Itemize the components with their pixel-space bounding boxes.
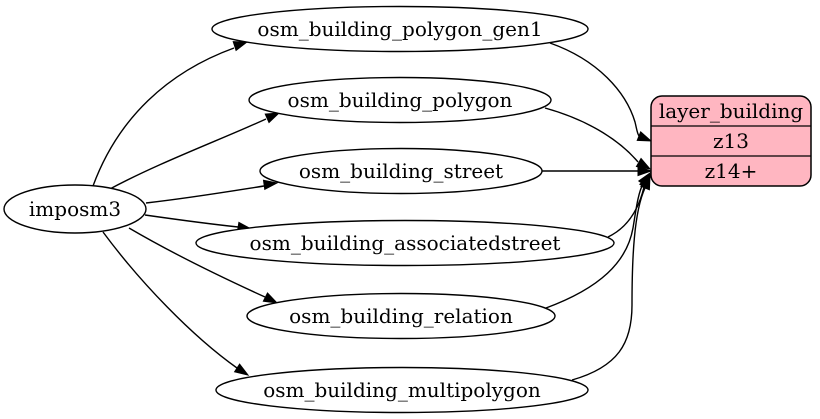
edge-line: [571, 187, 646, 381]
node-imposm3: imposm3: [3, 184, 147, 234]
layer-building-box: [650, 95, 812, 187]
arrowhead: [640, 174, 651, 191]
node-osm-building-associatedstreet: osm_building_associatedstreet: [195, 219, 615, 267]
relation-ellipse: [246, 292, 556, 340]
street-ellipse: [259, 147, 543, 195]
relation-label: osm_building_relation: [289, 304, 513, 328]
edge-line: [92, 47, 235, 187]
edge-line: [107, 118, 267, 191]
edge-polygon-gen1-to-z13: [549, 42, 653, 142]
multipolygon-label: osm_building_multipolygon: [263, 378, 541, 402]
multipolygon-ellipse: [215, 366, 589, 414]
polygon-label: osm_building_polygon: [288, 88, 513, 112]
imposm3-ellipse: [3, 184, 147, 234]
edge-line: [145, 185, 265, 204]
node-layer-building: layer_building z13 z14+: [650, 95, 812, 187]
edge-multipolygon-to-z14plus: [571, 174, 651, 381]
polygon-gen1-ellipse: [211, 5, 589, 53]
arrowhead: [262, 292, 279, 304]
associatedstreet-ellipse: [195, 219, 615, 267]
edge-imposm3-to-street: [145, 179, 279, 204]
node-osm-building-polygon: osm_building_polygon: [248, 76, 552, 124]
arrowhead: [636, 131, 653, 142]
polygon-ellipse: [248, 76, 552, 124]
edge-street-to-z14plus: [541, 165, 653, 177]
arrowhead: [637, 165, 653, 177]
edge-line: [544, 107, 639, 163]
arrowhead: [233, 363, 250, 376]
polygon-gen1-label: osm_building_polygon_gen1: [257, 17, 542, 41]
layer-building-row-z14plus: z14+: [705, 159, 758, 183]
node-osm-building-polygon-gen1: osm_building_polygon_gen1: [211, 5, 589, 53]
node-osm-building-multipolygon: osm_building_multipolygon: [215, 366, 589, 414]
edge-imposm3-to-polygon: [107, 112, 281, 191]
edge-line: [144, 214, 239, 228]
street-label: osm_building_street: [299, 159, 503, 183]
edge-polygon-to-z14plus: [544, 107, 652, 170]
arrowhead: [262, 179, 279, 191]
edge-imposm3-to-relation: [128, 227, 279, 304]
edge-imposm3-to-polygon-gen1: [92, 41, 249, 187]
edge-imposm3-to-multipolygon: [102, 231, 250, 376]
layer-building-row-z13: z13: [713, 129, 749, 153]
edge-line: [549, 42, 640, 137]
imposm3-label: imposm3: [29, 197, 121, 221]
edge-line: [128, 227, 266, 298]
node-osm-building-street: osm_building_street: [259, 147, 543, 195]
edge-line: [102, 231, 238, 369]
edge-line: [545, 183, 644, 309]
associatedstreet-label: osm_building_associatedstreet: [250, 231, 561, 255]
node-osm-building-relation: osm_building_relation: [246, 292, 556, 340]
arrowhead: [264, 112, 281, 124]
layer-building-title: layer_building: [659, 99, 804, 123]
arrowhead: [232, 41, 249, 52]
